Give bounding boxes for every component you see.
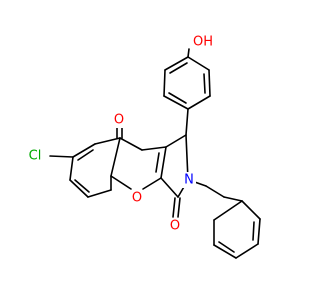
chlorine-label: Cl [23, 148, 47, 164]
nitrogen-label: N [182, 172, 196, 188]
lactam-oxygen-label: O [168, 218, 182, 234]
ring-oxygen-label: O [130, 190, 144, 206]
ketone-oxygen-text: O [114, 113, 124, 128]
lactam-oxygen-text: O [170, 219, 180, 234]
hydroxyl-text: OH [193, 35, 213, 50]
ketone-oxygen-label: O [112, 112, 126, 128]
ring-oxygen-text: O [132, 191, 142, 206]
chlorine-text: Cl [29, 149, 42, 164]
molecule-structure-diagram: OH Cl O O O N [23, 34, 261, 259]
nitrogen-text: N [184, 173, 194, 188]
hydroxyl-label: OH [192, 34, 214, 50]
bond-lines [49, 48, 261, 259]
